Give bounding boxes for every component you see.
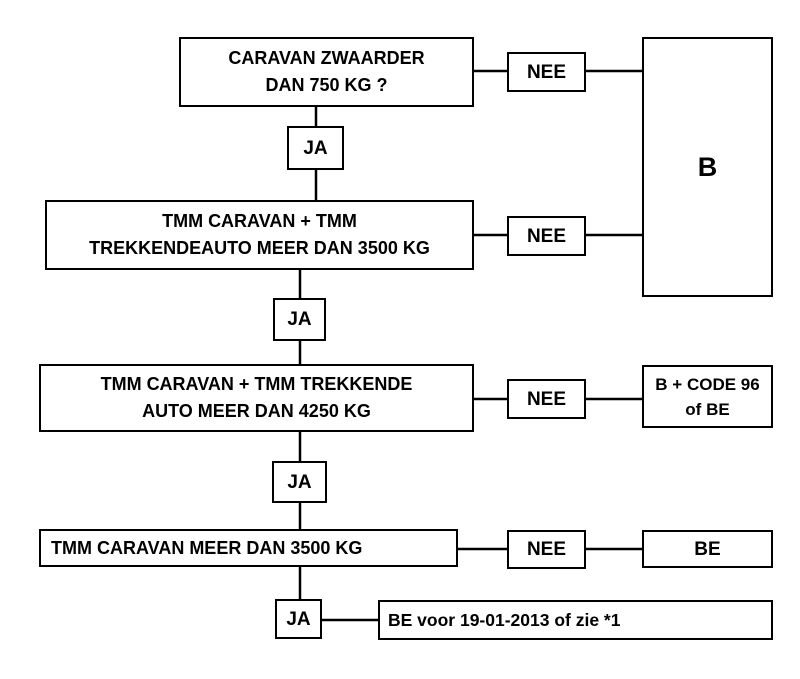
question-caravan-over-750kg: CARAVAN ZWAARDER DAN 750 KG ?: [179, 37, 474, 107]
question-caravan-over-3500kg: TMM CARAVAN MEER DAN 3500 KG: [39, 529, 458, 567]
question-caravan-over-750kg-text: CARAVAN ZWAARDER DAN 750 KG ?: [228, 48, 425, 95]
question-combined-over-3500kg-text: TMM CARAVAN + TMM TREKKENDEAUTO MEER DAN…: [89, 211, 430, 258]
answer-nee-3: NEE: [507, 379, 586, 419]
question-combined-over-4250kg: TMM CARAVAN + TMM TREKKENDE AUTO MEER DA…: [39, 364, 474, 432]
outcome-be-before-date: BE voor 19-01-2013 of zie *1: [378, 600, 773, 640]
answer-ja-4: JA: [275, 599, 322, 639]
outcome-b-code96-or-be: B + CODE 96 of BE: [642, 365, 773, 428]
question-caravan-over-3500kg-text: TMM CARAVAN MEER DAN 3500 KG: [51, 537, 363, 558]
outcome-b: B: [642, 37, 773, 297]
answer-nee-1: NEE: [507, 52, 586, 92]
answer-nee-4: NEE: [507, 530, 586, 569]
outcome-be: BE: [642, 530, 773, 568]
answer-ja-3: JA: [272, 461, 327, 503]
answer-nee-2: NEE: [507, 216, 586, 256]
answer-ja-1: JA: [287, 126, 344, 170]
answer-ja-2: JA: [273, 298, 326, 341]
question-combined-over-3500kg: TMM CARAVAN + TMM TREKKENDEAUTO MEER DAN…: [45, 200, 474, 270]
question-combined-over-4250kg-text: TMM CARAVAN + TMM TREKKENDE AUTO MEER DA…: [100, 374, 413, 421]
